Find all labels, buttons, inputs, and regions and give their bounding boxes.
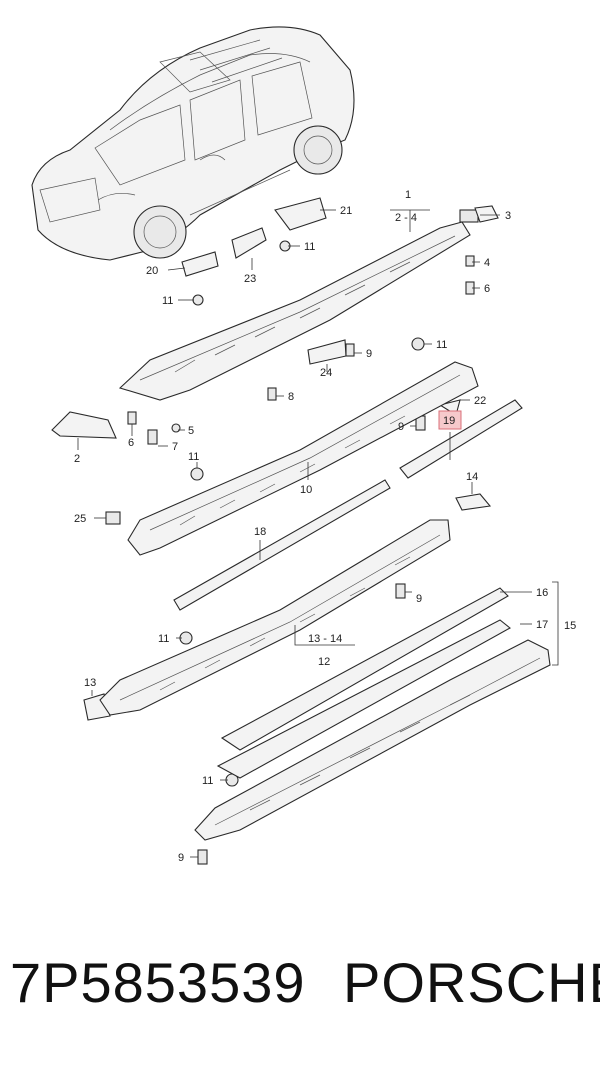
callout-17: 17 — [536, 619, 548, 631]
callout-6-lower: 6 — [128, 437, 134, 449]
trim-16 — [220, 587, 509, 751]
callout-labels: 1 2 - 4 2 3 4 5 6 6 7 8 9 9 9 9 10 11 11… — [74, 189, 576, 864]
bracket-21 — [274, 197, 327, 231]
bolt-9-a — [345, 343, 355, 357]
callout-11-e: 11 — [158, 633, 169, 645]
callout-9-c: 9 — [416, 593, 422, 605]
bracket-23 — [231, 227, 267, 259]
footer: 7P5853539 PORSCHE — [0, 950, 600, 1040]
bolt-9-c — [395, 583, 406, 599]
callout-19-highlight — [438, 410, 462, 430]
callout-24: 24 — [320, 367, 332, 379]
nut-11-c — [411, 337, 425, 351]
mount-24 — [307, 339, 347, 365]
callout-2-left: 2 — [74, 453, 80, 465]
callout-19: 19 — [443, 415, 455, 427]
callout-13: 13 — [84, 677, 96, 689]
callout-1-range: 2 - 4 — [395, 212, 417, 224]
callout-7: 7 — [172, 441, 178, 453]
bracket-20 — [181, 251, 219, 277]
callout-11-f: 11 — [202, 775, 213, 787]
bolt-8 — [267, 387, 277, 401]
bracket-2-4 — [459, 209, 479, 223]
callout-10: 10 — [300, 484, 312, 496]
callout-18: 18 — [254, 526, 266, 538]
callout-13-14: 13 - 14 — [308, 633, 342, 645]
clip-14 — [455, 493, 492, 511]
trim-strip-19 — [399, 399, 523, 479]
callout-11-c: 11 — [436, 339, 447, 351]
callout-8: 8 — [288, 391, 294, 403]
trim-17 — [216, 619, 511, 779]
small-parts — [51, 197, 499, 865]
trim-18 — [173, 479, 391, 611]
leader-lines — [77, 209, 559, 858]
callout-4: 4 — [484, 257, 490, 269]
callout-1: 1 — [405, 189, 411, 201]
bolt-9-d — [197, 849, 208, 865]
exploded-parts-diagram: 1 2 - 4 2 3 4 5 6 6 7 8 9 9 9 9 10 11 11… — [31, 26, 576, 865]
callout-11-a: 11 — [304, 241, 315, 253]
car-illustration — [31, 26, 355, 261]
callout-9-a: 9 — [366, 348, 372, 360]
sill-panel-1 — [118, 209, 479, 401]
callout-11-b: 11 — [162, 295, 173, 307]
callout-11-d: 11 — [188, 451, 199, 463]
callout-3: 3 — [505, 210, 511, 222]
callout-14: 14 — [466, 471, 478, 483]
bolt-6-lower — [127, 411, 137, 425]
callout-16: 16 — [536, 587, 548, 599]
callout-22: 22 — [474, 395, 486, 407]
callout-25: 25 — [74, 513, 86, 525]
clip-3 — [474, 205, 499, 223]
lower-sill-12 — [99, 519, 451, 716]
callout-9-b: 9 — [398, 421, 404, 433]
callout-12: 12 — [318, 656, 330, 668]
brand-name: PORSCHE — [343, 951, 600, 1014]
clip-5 — [171, 423, 181, 433]
bolt-7 — [147, 429, 158, 445]
callout-5: 5 — [188, 425, 194, 437]
callout-20: 20 — [146, 265, 158, 277]
callout-6-upper: 6 — [484, 283, 490, 295]
rail-10 — [127, 361, 479, 556]
part-number: 7P5853539 — [10, 951, 306, 1014]
screw-4 — [465, 255, 475, 267]
callout-23: 23 — [244, 273, 256, 285]
clip-25 — [105, 511, 121, 525]
bracket-2-left — [51, 411, 117, 439]
callout-9-d: 9 — [178, 852, 184, 864]
running-board-15 — [194, 587, 551, 841]
callout-21: 21 — [340, 205, 352, 217]
nut-11-d — [190, 467, 204, 481]
callout-15: 15 — [564, 620, 576, 632]
nut-11-b — [192, 294, 204, 306]
